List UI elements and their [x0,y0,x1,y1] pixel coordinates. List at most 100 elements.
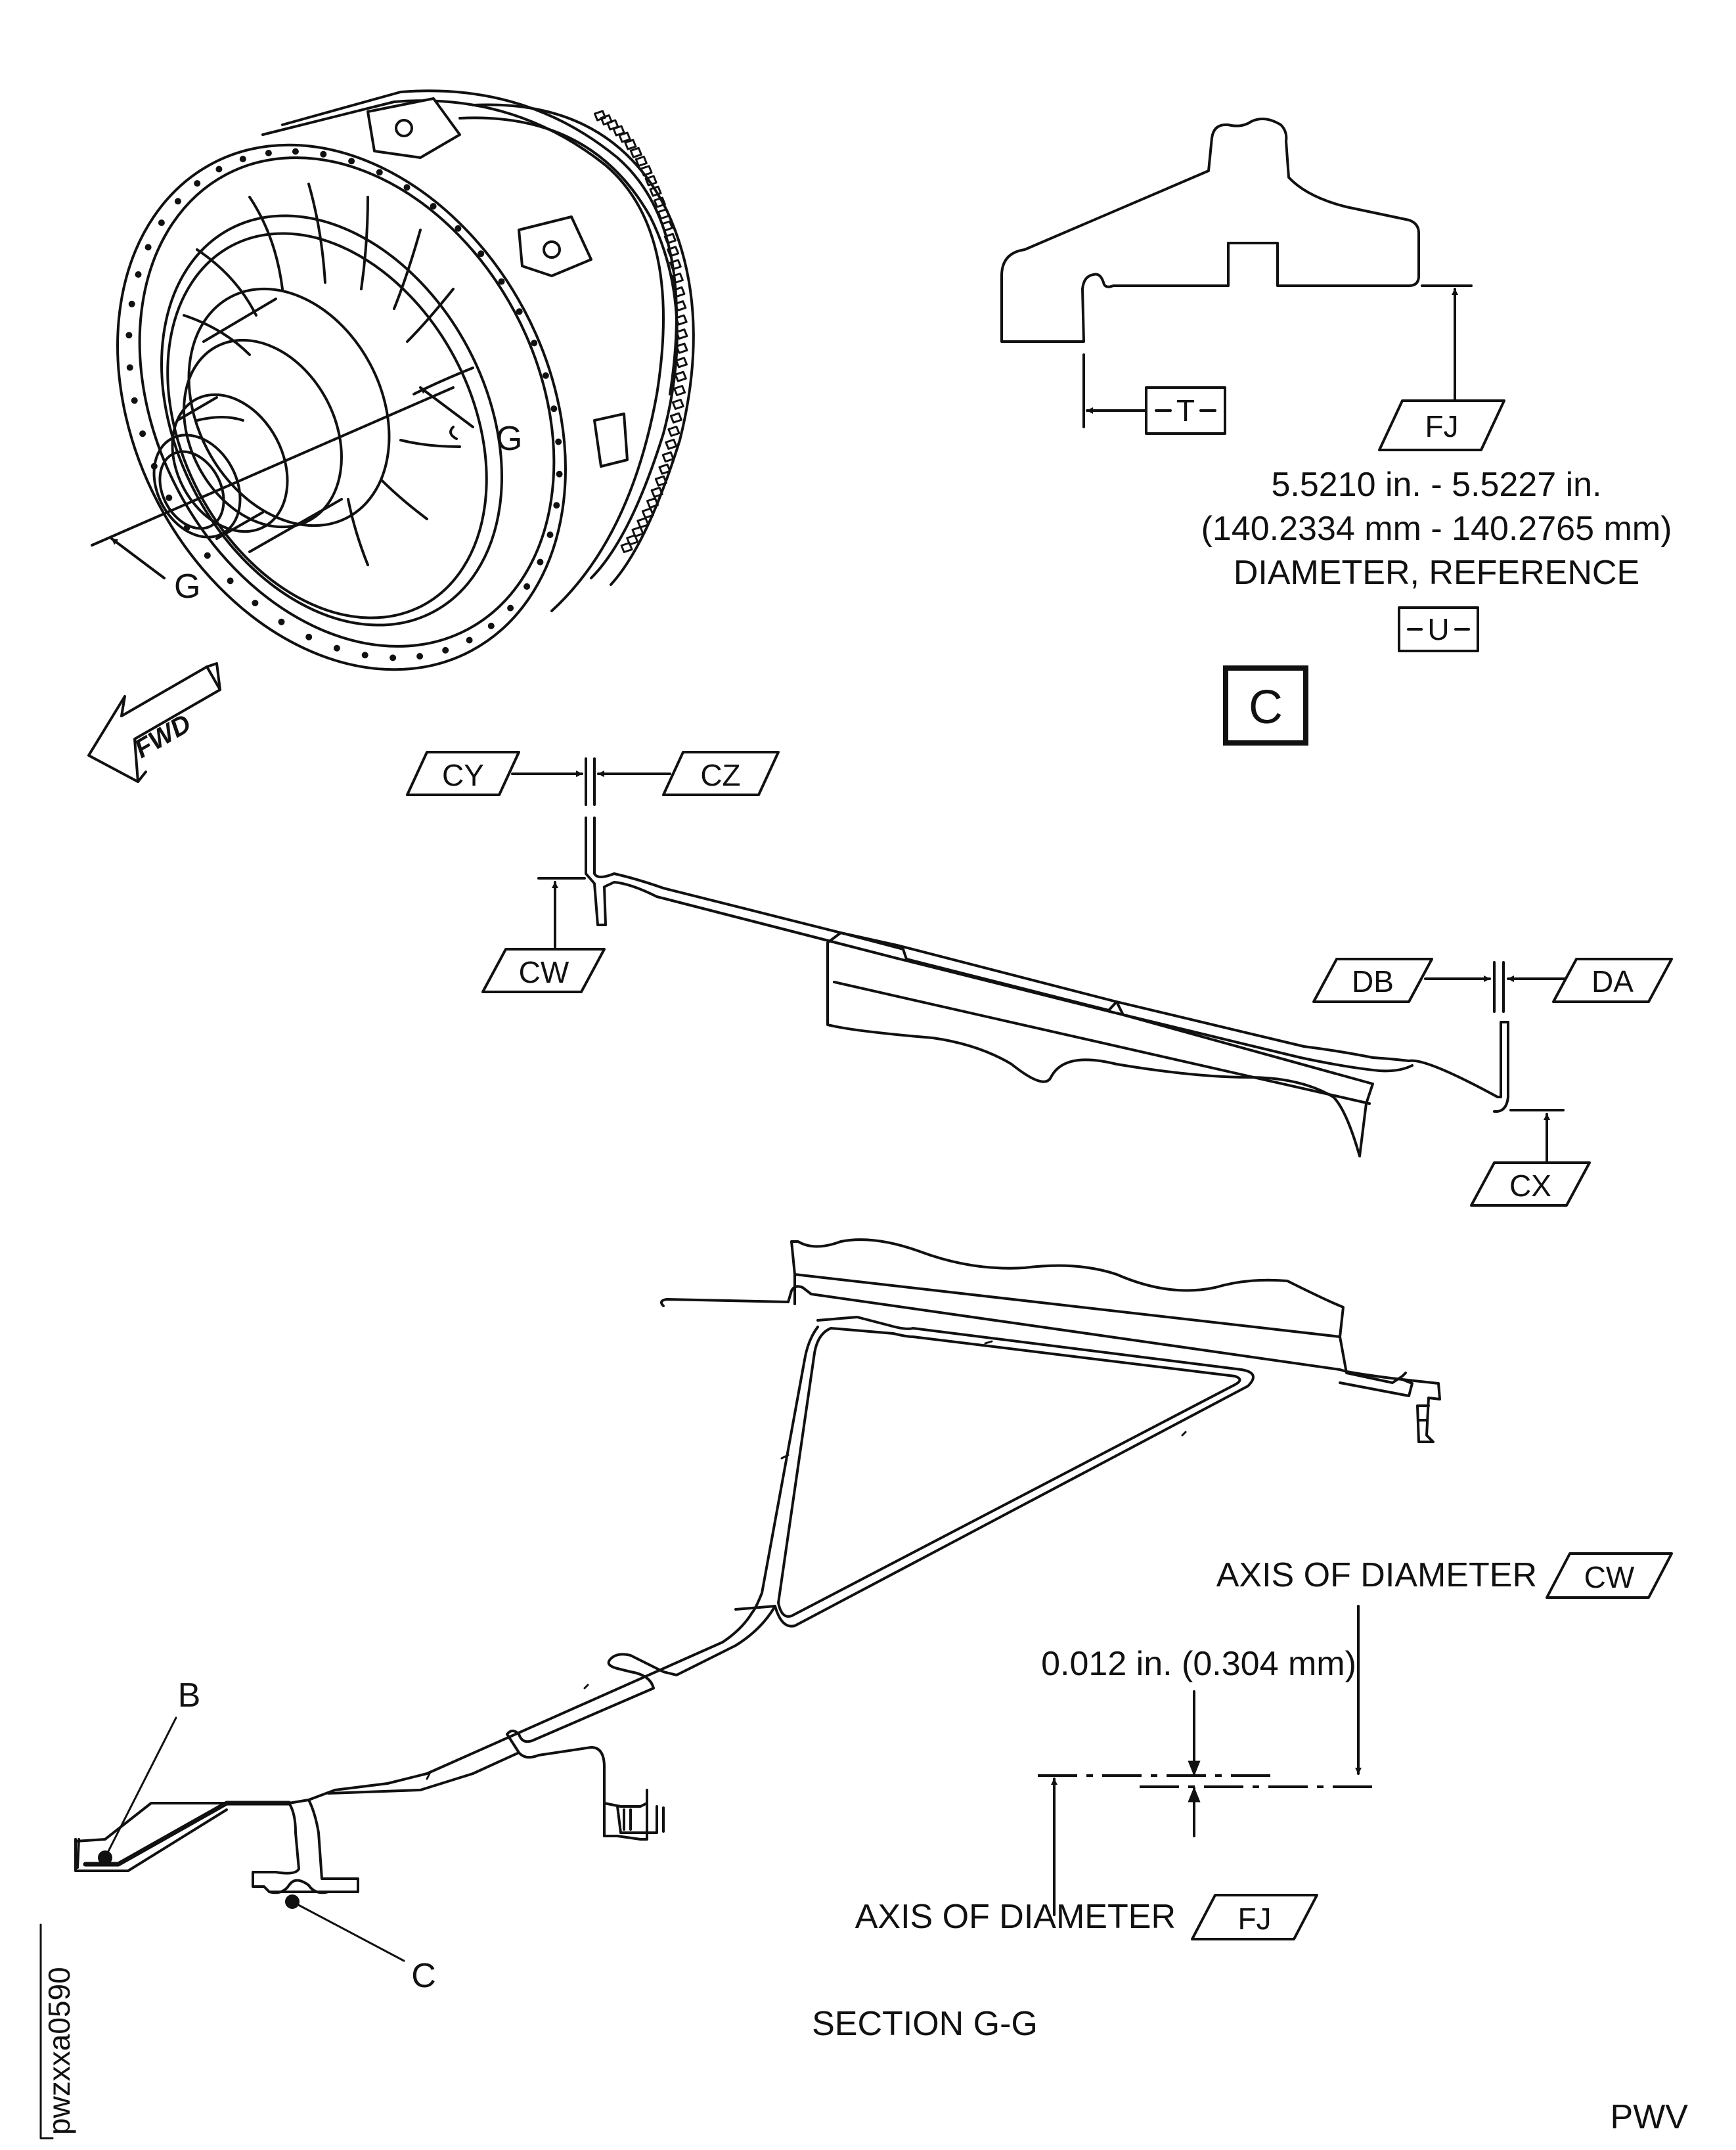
bolt-hole [537,558,544,566]
bolt-hole [126,364,133,371]
left-flange-profile [585,817,901,960]
bolt-hole [550,405,558,413]
bolt-hole [292,148,299,155]
bolt-hole [215,166,223,173]
bolt-hole [389,654,397,661]
axis-fj-datum-label: FJ [1237,1902,1271,1936]
gear-tooth [667,246,680,258]
bolt-hole [498,278,505,285]
gear-tooth [669,259,682,271]
section-gg: B C AXIS OF DIAMETER CW 0.012 in. (0.304… [74,1238,1673,2043]
gear-tooth [620,542,633,553]
datum-da-label: DA [1591,964,1634,998]
datum-cx: CX [1470,1161,1591,1207]
gear-tooth [654,475,667,487]
gear-tooth [629,146,642,158]
axis-cw-label: AXIS OF DIAMETER [1216,1556,1537,1594]
forward-arrow-icon: FWD [87,662,221,783]
gear-tooth [644,175,657,187]
gear-tooth [634,156,648,167]
gear-tooth [673,286,686,298]
section-upper-rail [660,1285,1348,1373]
bolt-hole [516,308,523,315]
bolt-hole [265,150,272,156]
bolt-hole [487,622,495,629]
gear-tooth [673,385,686,396]
gear-tooth [675,328,688,340]
datum-da: DA [1552,958,1673,1003]
gear-tooth [671,273,684,284]
bolt-hole [194,180,201,187]
datum-db-label: DB [1352,964,1394,998]
bolt-hole [145,244,152,251]
gear-tooth [594,110,606,122]
bolt-hole [125,332,133,339]
diameter-note: DIAMETER, REFERENCE [1234,554,1639,592]
gear-tooth [674,300,687,312]
gear-tooth [600,114,613,125]
section-title: SECTION G-G [812,2005,1038,2043]
bolt-hole [478,250,485,258]
datum-fj: FJ [1425,409,1458,443]
section-arrow-label-left: G [174,568,200,606]
bolt-hole [416,653,424,660]
gear-tooth [675,314,688,326]
bolt-hole [546,531,554,539]
gear-tooth [674,370,687,382]
callout-b: B [178,1676,201,1714]
bolt-hole [555,438,562,445]
detail-c-hook [449,426,458,440]
bolt-hole [430,203,437,210]
gear-tooth [669,412,682,424]
gear-tooth [640,165,653,177]
datum-cz: CZ [662,751,780,796]
gear-tooth [618,131,631,143]
gear-tooth [653,196,666,208]
datum-cz-label: CZ [700,758,740,792]
axis-cw-datum-label: CW [1584,1560,1635,1594]
callout-c: C [411,1957,436,1995]
gear-tooth [631,526,644,537]
bolt-hole [305,633,313,640]
datum-cx-label: CX [1509,1169,1551,1203]
bolt-hole [556,470,563,478]
axis-fj-datum: FJ [1191,1894,1318,1940]
gear-tooth [658,463,671,475]
footer: pwzxxa0590 PWV [39,1923,1688,2139]
gear-tooth [671,399,684,410]
gear-tooth [636,517,650,529]
axis-cw-datum: CW [1546,1552,1673,1599]
datum-t: T [1176,393,1195,428]
bolt-hole [466,637,473,644]
bolt-hole [553,502,560,509]
datum-cy-label: CY [442,758,484,792]
gear-tooth [667,426,680,437]
bolt-hole [523,583,531,590]
gear-teeth [594,110,688,553]
section-main-body [74,1611,753,1843]
datum-cy: CY [406,751,520,796]
bolt-hole [204,552,211,559]
isometric-view: G G FWD [87,89,695,783]
fan-case-illustration [116,89,695,671]
gear-tooth [646,497,659,509]
datum-u: U [1427,612,1449,646]
datum-fj-parallelogram: FJ [1378,399,1505,451]
gear-tooth [624,139,637,150]
bolt-hole [507,604,514,612]
detail-c-profile [1000,118,1420,343]
datum-t-frame: T [1145,386,1226,435]
figure-id: pwzxxa0590 [42,1967,76,2135]
bolt-hole [403,184,411,191]
detail-c-box: C [1223,665,1308,746]
bolt-hole [455,225,462,232]
diameter-inches: 5.5210 in. - 5.5227 in. [1271,466,1601,504]
bolt-hole [320,150,327,158]
bolt-hole [128,300,135,307]
bolt-hole [333,644,340,652]
gear-tooth [675,357,688,369]
section-arrow-label-right: G [496,420,522,458]
flange-bolt-holes [125,148,563,661]
datum-db: DB [1312,958,1433,1003]
